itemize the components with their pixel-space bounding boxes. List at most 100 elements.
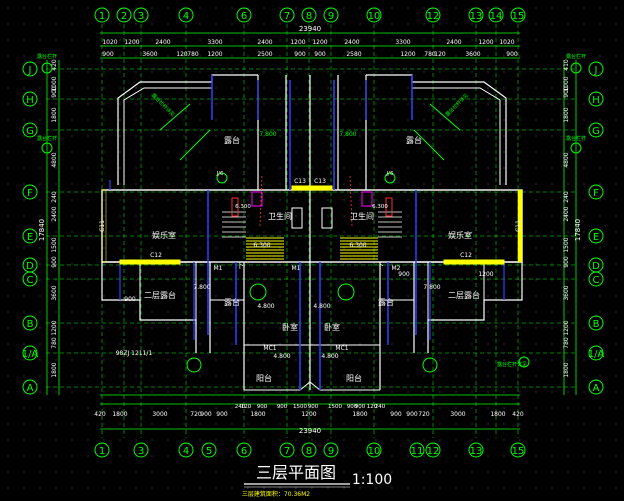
grid-dot [295, 391, 297, 393]
grid-dot [583, 199, 585, 201]
grid-dot [311, 359, 313, 361]
grid-dot [439, 151, 441, 153]
room-bedroom-right: 卧室 [324, 322, 340, 332]
grid-dot [103, 119, 105, 121]
dim-top-row2: 900 [102, 51, 114, 58]
grid-dot [551, 151, 553, 153]
grid-dot [551, 135, 553, 137]
dim-top-row2: 780 [424, 51, 436, 58]
grid-dot [39, 119, 41, 121]
axis-bubble-bottom: 7 [284, 446, 290, 457]
grid-dot [471, 71, 473, 73]
grid-dot [135, 359, 137, 361]
grid-dot [247, 167, 249, 169]
grid-dot [503, 119, 505, 121]
grid-dot [151, 455, 153, 457]
axis-bubble-bottom: 10 [368, 446, 381, 457]
grid-dot [23, 199, 25, 201]
grid-dot [151, 183, 153, 185]
dim-top-row1: 1200 [124, 39, 139, 46]
grid-dot [455, 55, 457, 57]
grid-dot [263, 375, 265, 377]
grid-dot [87, 183, 89, 185]
grid-dot [327, 359, 329, 361]
grid-dot [439, 407, 441, 409]
grid-dot [151, 247, 153, 249]
grid-dot [23, 215, 25, 217]
dim-bottom-row2: 240 [375, 404, 386, 410]
dim-top-row1: 1200 [312, 39, 327, 46]
grid-dot [103, 199, 105, 201]
grid-dot [71, 279, 73, 281]
grid-dot [39, 87, 41, 89]
grid-dot [103, 295, 105, 297]
grid-dot [423, 327, 425, 329]
grid-dot [55, 135, 57, 137]
level-mid-left: 6.300 [253, 242, 270, 249]
grid-dot [279, 439, 281, 441]
grid-dot [119, 343, 121, 345]
grid-dot [71, 471, 73, 473]
grid-dot [471, 183, 473, 185]
window-c11-right [517, 189, 523, 263]
grid-dot [391, 423, 393, 425]
grid-dot [151, 199, 153, 201]
grid-dot [519, 119, 521, 121]
grid-dot [39, 279, 41, 281]
grid-dot [519, 263, 521, 265]
level-bath-left: 6.300 [235, 204, 251, 210]
grid-dot [439, 263, 441, 265]
grid-dot [199, 343, 201, 345]
grid-dot [567, 151, 569, 153]
grid-dot [215, 55, 217, 57]
axis-bubble-bottom-circle [323, 442, 339, 458]
grid-dot [215, 39, 217, 41]
grid-dot [487, 23, 489, 25]
grid-dot [375, 71, 377, 73]
grid-dot [471, 359, 473, 361]
axis-bubble-bottom-circle [201, 442, 217, 458]
axis-bubble-top-circle [468, 7, 484, 23]
grid-dot [615, 103, 617, 105]
grid-dot [71, 439, 73, 441]
grid-dot [503, 343, 505, 345]
grid-dot [455, 231, 457, 233]
grid-dot [39, 311, 41, 313]
axis-bubble-bottom: 11 [411, 446, 424, 457]
grid-dot [39, 71, 41, 73]
dim-left-col: 420 [51, 59, 58, 71]
toilet-left [251, 191, 263, 207]
grid-dot [279, 471, 281, 473]
grid-dot [119, 135, 121, 137]
grid-dot [535, 263, 537, 265]
grid-dot [327, 247, 329, 249]
window-c12-right [443, 259, 505, 265]
grid-dot [71, 247, 73, 249]
grid-dot [391, 407, 393, 409]
grid-dot [295, 199, 297, 201]
grid-dot [87, 407, 89, 409]
grid-dot [423, 183, 425, 185]
axis-bubble-right: E [593, 232, 599, 243]
grid-dot [295, 231, 297, 233]
grid-dot [615, 135, 617, 137]
grid-dot [535, 199, 537, 201]
grid-dot [503, 471, 505, 473]
grid-dot [615, 151, 617, 153]
grid-dot [359, 391, 361, 393]
grid-dot [375, 151, 377, 153]
grid-dot [327, 183, 329, 185]
grid-dot [103, 375, 105, 377]
grid-dot [423, 167, 425, 169]
grid-dot [135, 55, 137, 57]
grid-dot [583, 263, 585, 265]
grid-dot [183, 407, 185, 409]
grid-dot [359, 135, 361, 137]
axis-bubble-top: 2 [121, 11, 127, 22]
dim-left-col: 2400 [51, 206, 58, 221]
grid-dot [7, 263, 9, 265]
grid-dot [455, 215, 457, 217]
grid-dot [199, 55, 201, 57]
grid-dot [471, 423, 473, 425]
grid-dot [311, 247, 313, 249]
